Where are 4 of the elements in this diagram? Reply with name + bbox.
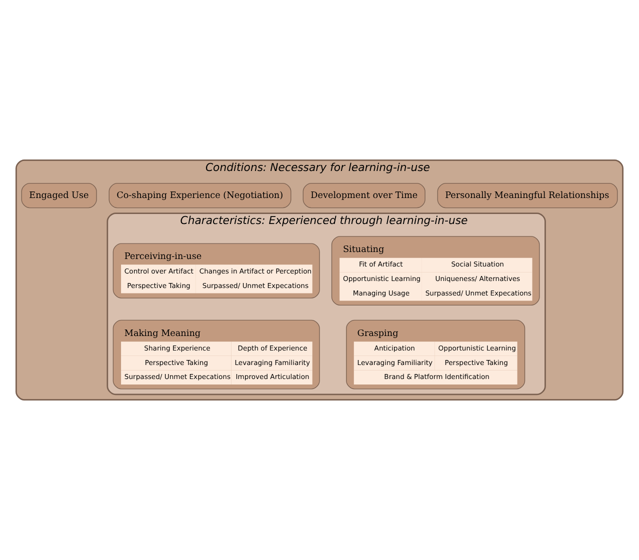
node-box: Engaged Use (21, 182, 97, 208)
node-box: Co-shaping Experience (Negotiation) (108, 182, 292, 208)
node-box: Development over Time (302, 182, 426, 208)
node-box: Personally Meaningful Relationships (437, 182, 618, 208)
